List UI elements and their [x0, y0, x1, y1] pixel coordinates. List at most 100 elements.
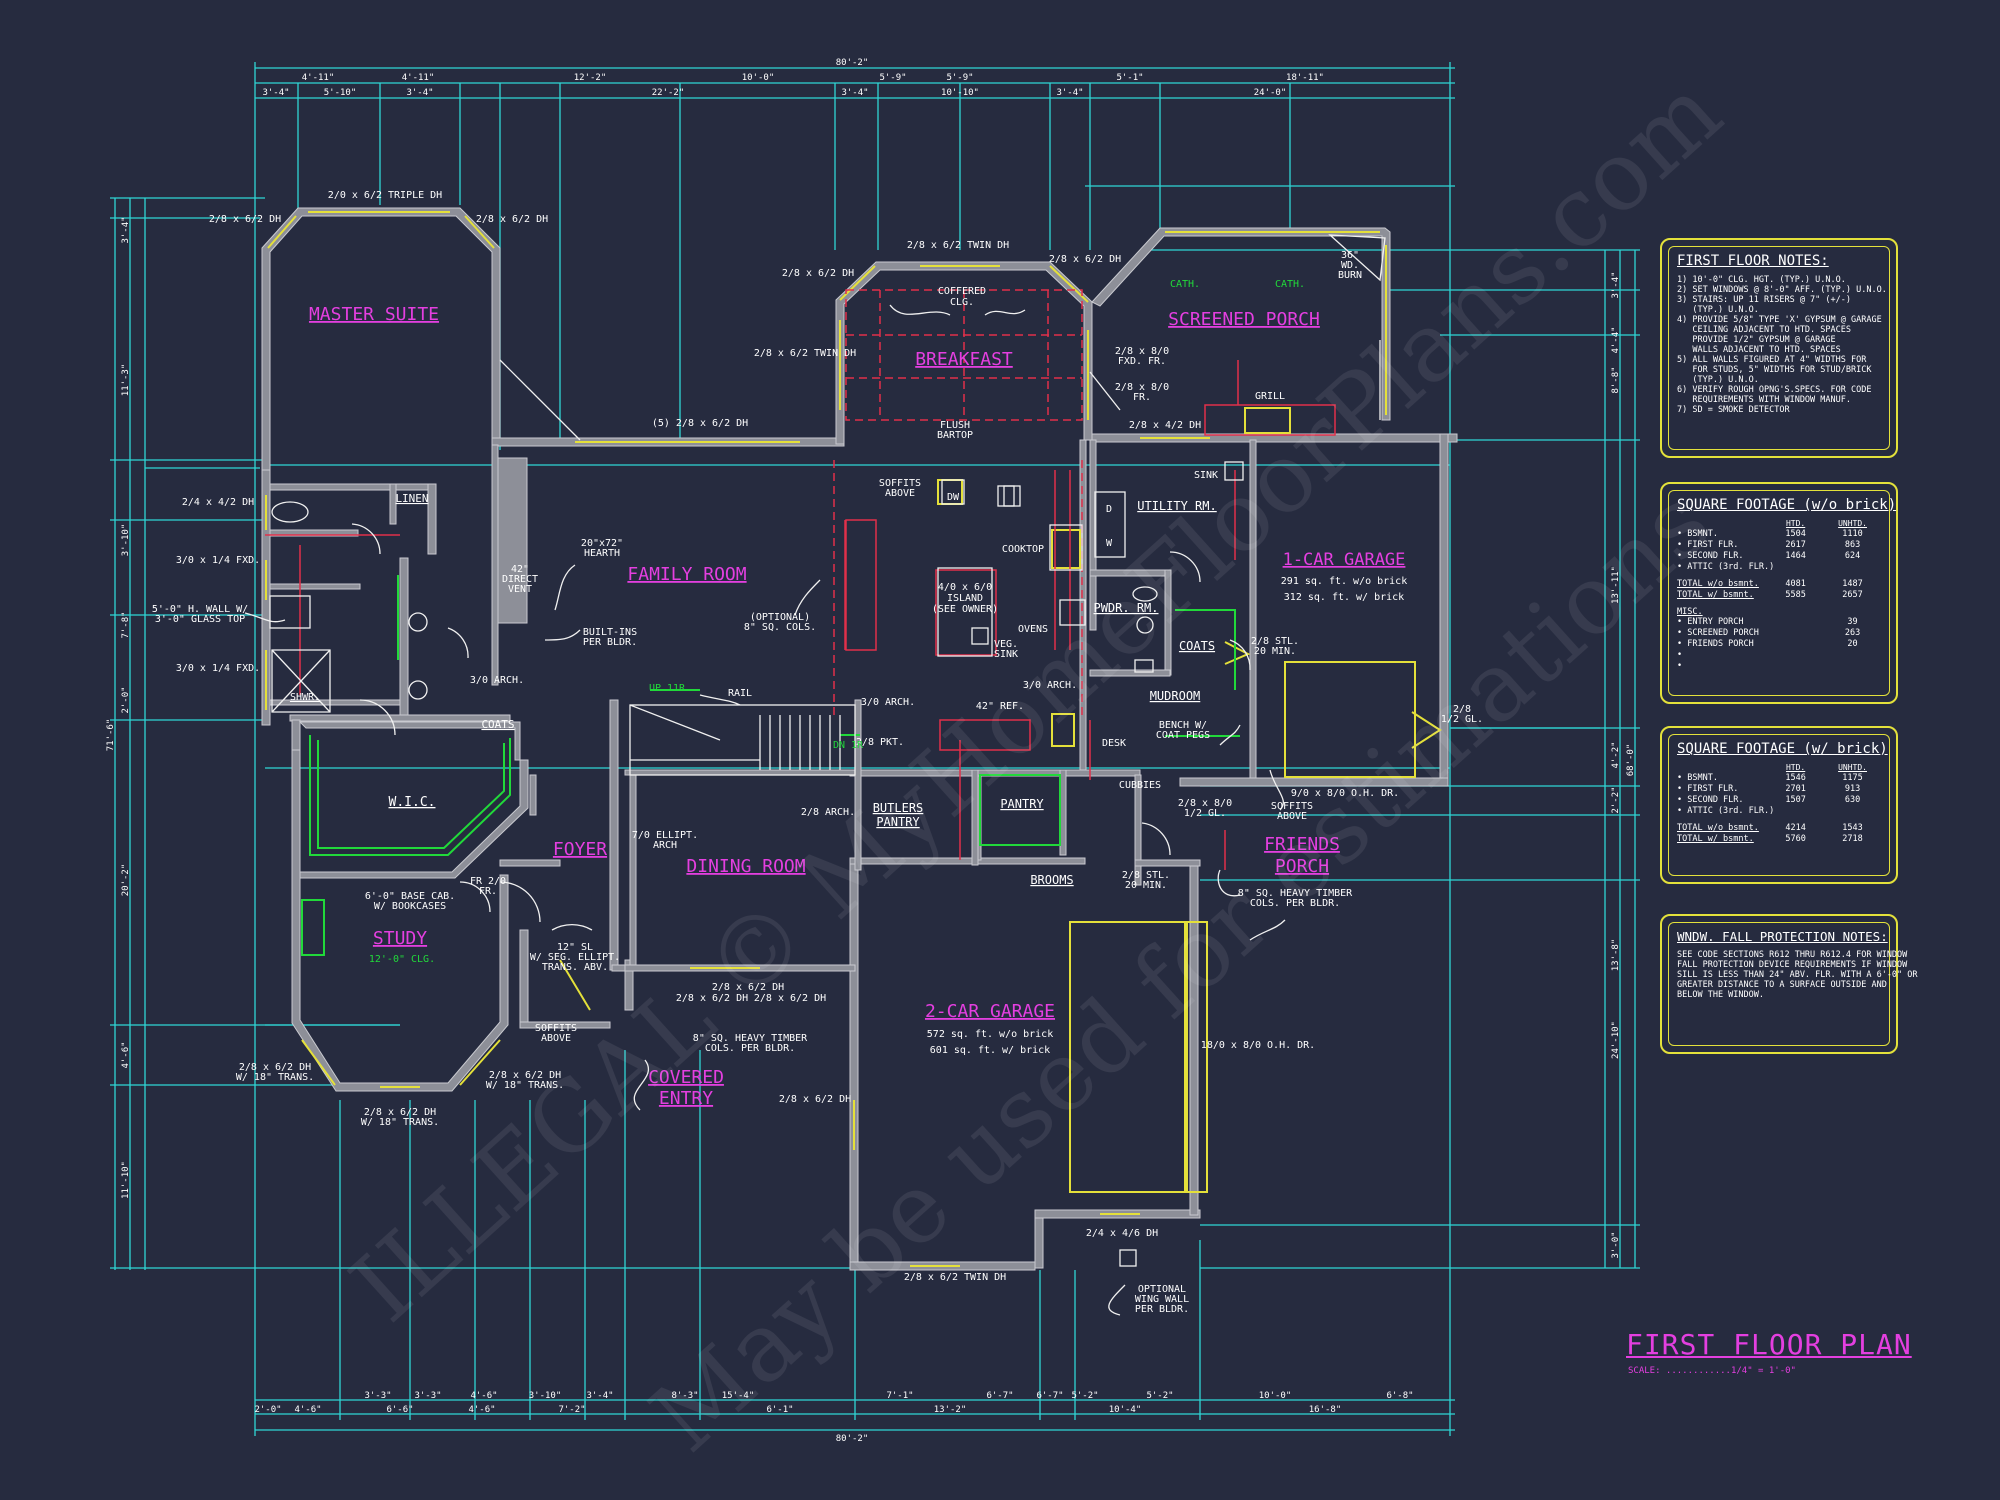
label-steel-door-2b: 20 MIN.: [1125, 880, 1167, 891]
label-hearth-2: HEARTH: [584, 548, 620, 559]
room-friends-porch-2: PORCH: [1275, 856, 1329, 877]
dim-left-4: 2'-0": [121, 686, 131, 713]
label-steel-door-2: 2/8 STL.: [1122, 870, 1170, 881]
label-vent-2: DIRECT: [502, 574, 538, 585]
room-butlers-pantry-2: PANTRY: [876, 815, 920, 829]
note-line: FOR STUDS, 5" WIDTHS FOR STUD/BRICK: [1677, 365, 1872, 375]
label-dryer: D: [1106, 504, 1112, 515]
sqft-no-brick-panel: SQUARE FOOTAGE (w/o brick) HTD.UNHTD. • …: [1660, 482, 1898, 704]
misc-value: [1824, 650, 1881, 661]
label-steel-door-1b: 20 MIN.: [1254, 646, 1296, 657]
label-wing-wall-2: WING WALL: [1135, 1294, 1189, 1305]
label-washer: W: [1106, 538, 1113, 549]
label-flush: FLUSH: [940, 420, 970, 431]
casework: [301, 575, 1240, 956]
sqft-label: TOTAL w/o bsmnt.: [1677, 579, 1759, 589]
label-optional-1: (OPTIONAL): [750, 612, 810, 623]
label-base-cab-1: 6'-0" BASE CAB.: [365, 891, 455, 902]
dimension-text: 3'-4"5'-10"3'-4"22'-2"3'-4"10'-10"3'-4"2…: [106, 58, 1636, 1444]
sqft-unhtd: 630: [1844, 795, 1861, 805]
label-french-door: FR 2/0: [470, 876, 506, 887]
dim-bottom2-5: 6'-1": [766, 1405, 793, 1415]
fall-note-line: SEE CODE SECTIONS R612 THRU R612.4 FOR W…: [1677, 950, 1908, 960]
label-arch-kitchen: 3/0 ARCH.: [1023, 680, 1077, 691]
notes-title: FIRST FLOOR NOTES:: [1677, 253, 1829, 269]
sqft-label: • ATTIC (3rd. FLR.): [1677, 562, 1775, 572]
sqft-unhtd: 1543: [1842, 823, 1863, 833]
label-timber-1b: COLS. PER BLDR.: [1250, 898, 1340, 909]
sqft-htd: 2701: [1785, 784, 1806, 794]
dim-bottom-2: 4'-6": [470, 1391, 497, 1401]
label-study-dh-3: 2/8 x 6/2 DH: [489, 1070, 561, 1081]
dim-left-2: 3'-10": [121, 524, 131, 557]
label-clg: CLG.: [950, 297, 974, 308]
label-half-glass-1b: 1/2 GL.: [1441, 714, 1483, 725]
label-garage-dh-1: 2/8 x 6/2 DH: [779, 1094, 851, 1105]
room-two-car-garage: 2-CAR GARAGE: [925, 1001, 1055, 1022]
ceiling-soffit-lines: [265, 289, 1336, 870]
label-timber-1: 8" SQ. HEAVY TIMBER: [1238, 888, 1353, 899]
note-line: 2) SET WINDOWS @ 8'-0" AFF. (TYP.) U.N.O…: [1677, 285, 1887, 295]
dim-left-3: 7'-8": [121, 611, 131, 638]
label-dh-right: 2/8 x 6/2 DH: [476, 214, 548, 225]
label-dh-bk-right: 2/8 x 6/2 DH: [1049, 254, 1121, 265]
label-arch-stair: 3/0 ARCH.: [861, 697, 915, 708]
dim-right-8: 3'-0": [1611, 1231, 1621, 1258]
sqft-label: • SECOND FLR.: [1677, 551, 1744, 561]
label-timber-2: 8" SQ. HEAVY TIMBER: [693, 1033, 808, 1044]
label-soffits: SOFFITS: [879, 478, 921, 489]
note-line: 1) 10'-0" CLG. HGT. (TYP.) U.N.O.: [1677, 275, 1846, 285]
dim-right-3: 13'-11": [1611, 566, 1621, 604]
label-dw: DW: [947, 492, 960, 503]
fall-note-line: FALL PROTECTION DEVICE REQUIREMENTS IF W…: [1677, 960, 1908, 970]
dim-top-2: 3'-4": [406, 88, 433, 98]
label-cath-1: CATH.: [1170, 279, 1200, 290]
dim-top-1: 5'-10": [324, 88, 357, 98]
room-one-car-garage: 1-CAR GARAGE: [1283, 550, 1406, 570]
dim-bottom-0: 3'-3": [364, 1391, 391, 1401]
dim-top2-1: 4'-11": [402, 73, 435, 83]
sqft-htd: 1546: [1785, 773, 1806, 783]
sqft-label: • BSMNT.: [1677, 773, 1718, 783]
room-mudroom: MUDROOM: [1150, 689, 1201, 703]
label-steel-door-1: 2/8 STL.: [1251, 636, 1299, 647]
label-desk: DESK: [1102, 738, 1126, 749]
sqft-no-brick-htd-header: HTD.: [1785, 519, 1806, 528]
label-half-glass-2b: 1/2 GL.: [1184, 808, 1226, 819]
room-powder: PWDR. RM.: [1093, 601, 1158, 615]
misc-label: • ENTRY PORCH: [1677, 617, 1744, 627]
dim-top-3: 22'-2": [652, 88, 685, 98]
label-cath-2: CATH.: [1275, 279, 1305, 290]
label-twin-dh-top: 2/8 x 6/2 TWIN DH: [907, 240, 1009, 251]
dim-top-4: 3'-4": [841, 88, 868, 98]
dim-right-4: 4'-2": [1611, 741, 1621, 768]
dim-bottom2-4: 7'-2": [558, 1405, 585, 1415]
label-study-dh-2b: W/ 18" TRANS.: [361, 1117, 439, 1128]
label-sidelight-3: TRANS. ABV.: [542, 962, 608, 973]
windows: [265, 211, 1442, 1267]
fixture-lines: [244, 234, 1386, 1316]
label-glass-wall-1: 5'-0" H. WALL W/: [152, 604, 248, 615]
sqft-unhtd: 863: [1844, 540, 1861, 550]
room-coats: COATS: [1179, 639, 1215, 653]
label-dh-left: 2/8 x 6/2 DH: [209, 214, 281, 225]
label-pocket: 2/8 PKT.: [856, 737, 904, 748]
dim-bottom-8: 6'-7": [986, 1391, 1013, 1401]
two-car-garage-sf-brick: 601 sq. ft. w/ brick: [930, 1045, 1050, 1056]
sqft-label: • FIRST FLR.: [1677, 784, 1739, 794]
dim-bottom2-2: 6'-6": [386, 1405, 413, 1415]
room-screened-porch: SCREENED PORCH: [1168, 309, 1320, 330]
dim-right-6: 13'-8": [1611, 939, 1621, 972]
sqft-htd: [1772, 562, 1827, 573]
label-study-dh-3b: W/ 18" TRANS.: [486, 1080, 564, 1091]
